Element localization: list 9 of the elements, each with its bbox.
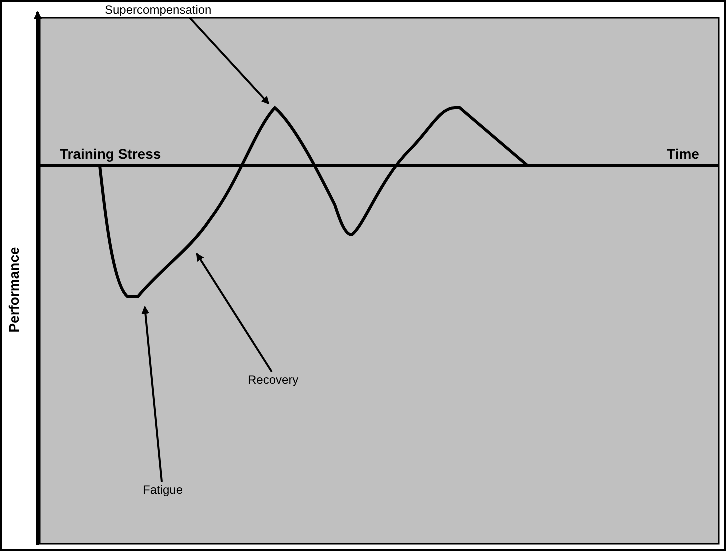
callout-text: Recovery	[248, 372, 299, 388]
axis-label: Training Stress	[60, 146, 162, 162]
leader-line	[196, 253, 273, 373]
callout-text: Fatigue	[143, 482, 184, 498]
leader-line	[189, 17, 270, 105]
leader-line	[142, 306, 163, 482]
axis-label: Time	[667, 146, 700, 162]
callout-text: Supercompensation	[105, 2, 212, 18]
axis-label: Performance	[6, 247, 22, 333]
